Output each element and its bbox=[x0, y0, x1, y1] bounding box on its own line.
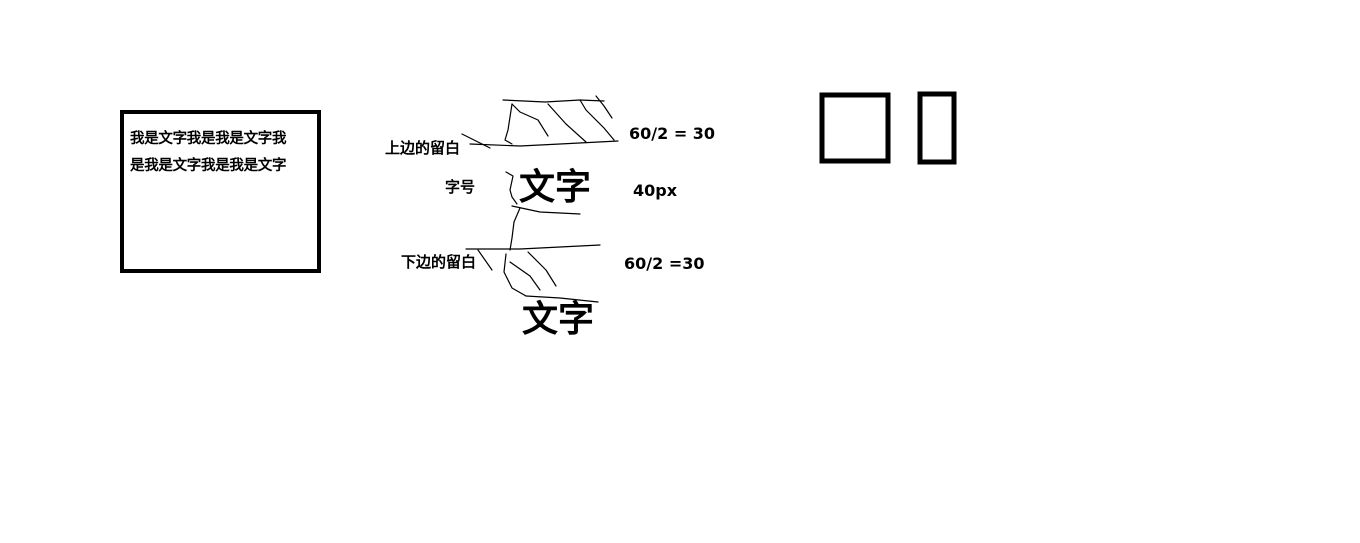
bottom-baseline bbox=[465, 244, 601, 250]
top-hatch-line-4 bbox=[595, 95, 613, 119]
top-hatch-line-3 bbox=[579, 99, 615, 141]
text-box: 我是文字我是我是文字我 是我是文字我是我是文字 bbox=[120, 110, 321, 273]
bottom-hatch-line-2 bbox=[509, 261, 541, 291]
top-hatch-top-edge bbox=[502, 99, 605, 103]
bottom-hatch-outline bbox=[503, 253, 527, 297]
top-whitespace-value: 60/2 = 30 bbox=[629, 124, 716, 143]
top-hatch-line-1 bbox=[511, 103, 549, 137]
bottom-hatch-bottom-edge bbox=[525, 295, 599, 303]
font-size-bracket bbox=[505, 171, 518, 205]
big-text-second: 文字 bbox=[522, 299, 595, 340]
font-size-label: 字号 bbox=[445, 178, 476, 196]
big-text-first: 文字 bbox=[519, 167, 592, 208]
square-outline bbox=[819, 92, 891, 164]
font-size-value: 40px bbox=[633, 181, 678, 200]
bottom-whitespace-value: 60/2 =30 bbox=[624, 254, 705, 273]
bottom-hatch-line-1 bbox=[477, 249, 493, 271]
top-hatch-outline bbox=[504, 103, 513, 145]
top-hatch-line-2 bbox=[547, 103, 587, 143]
top-label-pointer bbox=[461, 133, 491, 149]
top-whitespace-label: 上边的留白 bbox=[385, 139, 461, 157]
narrow-rect-outline bbox=[917, 91, 957, 165]
font-size-bottom-line bbox=[511, 205, 581, 215]
top-baseline bbox=[469, 140, 619, 147]
connector bbox=[509, 207, 521, 251]
text-box-line-1: 我是文字我是我是文字我 bbox=[130, 131, 287, 147]
bottom-whitespace-label: 下边的留白 bbox=[401, 253, 477, 271]
text-box-line-2: 是我是文字我是我是文字 bbox=[130, 158, 287, 174]
bottom-hatch-line-3 bbox=[527, 251, 557, 287]
